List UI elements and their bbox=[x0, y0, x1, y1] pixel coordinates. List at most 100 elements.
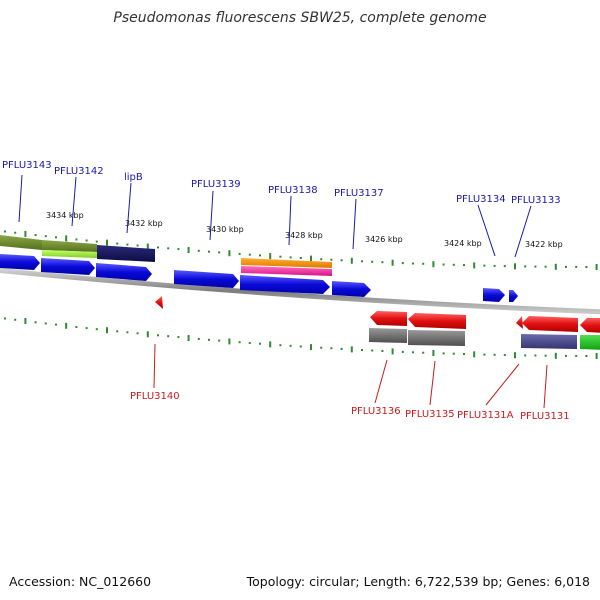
minor-tick bbox=[463, 353, 465, 355]
major-tick bbox=[350, 346, 353, 353]
gene-label-bottom[interactable]: PFLU3131A bbox=[457, 410, 514, 421]
gene-forward-3[interactable] bbox=[96, 263, 152, 281]
minor-tick bbox=[289, 344, 292, 347]
gene-forward-6[interactable] bbox=[332, 281, 371, 297]
major-tick bbox=[106, 327, 108, 334]
gene-label-bottom[interactable]: PFLU3135 bbox=[405, 409, 455, 420]
gene-reverse-5[interactable] bbox=[522, 316, 578, 332]
major-tick bbox=[228, 250, 231, 257]
minor-tick bbox=[248, 253, 251, 256]
major-tick bbox=[24, 318, 27, 324]
minor-tick bbox=[412, 351, 414, 354]
minor-tick bbox=[534, 265, 537, 268]
minor-tick bbox=[116, 330, 119, 333]
major-tick bbox=[595, 353, 598, 359]
minor-tick bbox=[371, 260, 374, 263]
gene-label-bottom[interactable]: PFLU3131 bbox=[520, 411, 570, 422]
gene-reverse-2[interactable] bbox=[370, 311, 407, 326]
gene-label-top[interactable]: PFLU3142 bbox=[54, 166, 104, 177]
gene-label-top[interactable]: PFLU3139 bbox=[191, 179, 241, 190]
minor-tick bbox=[34, 234, 37, 236]
minor-tick bbox=[44, 322, 47, 325]
minor-tick bbox=[55, 323, 57, 326]
gene-forward-5[interactable] bbox=[240, 275, 330, 294]
minor-tick bbox=[116, 242, 119, 245]
major-tick bbox=[595, 264, 598, 270]
major-tick bbox=[310, 344, 312, 351]
gene-forward-1[interactable] bbox=[0, 254, 40, 270]
gene-reverse-3[interactable] bbox=[408, 313, 466, 329]
minor-tick bbox=[575, 354, 578, 357]
gene-label-top[interactable]: lipB bbox=[124, 172, 143, 183]
minor-tick bbox=[208, 338, 210, 341]
gene-forward-2[interactable] bbox=[41, 258, 95, 275]
top-tick-track bbox=[4, 230, 598, 270]
minor-tick bbox=[75, 326, 78, 328]
minor-tick bbox=[44, 235, 47, 238]
major-tick bbox=[554, 263, 557, 270]
minor-tick bbox=[299, 257, 302, 259]
gene-label-top[interactable]: PFLU3138 bbox=[268, 185, 318, 196]
scale-label: 3426 kbp bbox=[365, 235, 403, 244]
gene-forward-7[interactable] bbox=[483, 288, 505, 302]
feature-bar-gray-1 bbox=[369, 328, 407, 343]
gene-label-bottom[interactable]: PFLU3140 bbox=[130, 391, 180, 402]
major-tick bbox=[106, 239, 108, 246]
gene-forward-8[interactable] bbox=[509, 290, 518, 302]
minor-tick bbox=[279, 255, 282, 258]
minor-tick bbox=[95, 328, 98, 331]
minor-tick bbox=[442, 352, 445, 355]
gene-label-bottom[interactable]: PFLU3136 bbox=[351, 406, 401, 417]
gene-label-top[interactable]: PFLU3133 bbox=[511, 195, 561, 206]
minor-tick bbox=[177, 336, 180, 339]
minor-tick bbox=[208, 250, 210, 253]
major-tick bbox=[228, 338, 231, 345]
major-tick bbox=[65, 322, 68, 329]
minor-tick bbox=[371, 349, 374, 352]
minor-tick bbox=[463, 264, 465, 267]
minor-tick bbox=[167, 247, 170, 250]
gene-label-top[interactable]: PFLU3137 bbox=[334, 188, 384, 199]
major-tick bbox=[514, 352, 516, 359]
minor-tick bbox=[544, 265, 547, 268]
bottom-leader-lines bbox=[153, 343, 548, 409]
minor-tick bbox=[299, 345, 302, 348]
minor-tick bbox=[259, 342, 261, 345]
minor-tick bbox=[136, 332, 139, 335]
major-tick bbox=[65, 235, 68, 242]
minor-tick bbox=[218, 339, 221, 342]
major-tick bbox=[391, 348, 394, 355]
scale-label: 3424 kbp bbox=[444, 239, 482, 248]
gene-reverse-4[interactable] bbox=[516, 316, 523, 329]
gene-reverse-1[interactable] bbox=[155, 296, 163, 309]
minor-tick bbox=[565, 354, 567, 357]
minor-tick bbox=[4, 317, 6, 320]
minor-tick bbox=[544, 354, 547, 357]
minor-tick bbox=[575, 265, 578, 268]
feature-bar-lime bbox=[42, 250, 97, 258]
feature-bar-orange bbox=[241, 258, 332, 268]
minor-tick bbox=[585, 266, 588, 268]
scale-label: 3432 kbp bbox=[125, 219, 163, 228]
major-tick bbox=[269, 253, 272, 260]
minor-tick bbox=[330, 258, 333, 261]
gene-forward-4[interactable] bbox=[174, 270, 239, 288]
gene-label-top[interactable]: PFLU3143 bbox=[2, 160, 52, 171]
minor-tick bbox=[442, 263, 445, 266]
feature-bar-slate bbox=[521, 334, 577, 349]
minor-tick bbox=[55, 236, 57, 239]
minor-tick bbox=[289, 256, 292, 259]
major-tick bbox=[146, 331, 149, 338]
minor-tick bbox=[401, 262, 404, 265]
minor-tick bbox=[320, 346, 323, 349]
gene-label-top[interactable]: PFLU3134 bbox=[456, 194, 506, 205]
minor-tick bbox=[452, 263, 455, 266]
feature-bar-green bbox=[580, 335, 600, 350]
major-tick bbox=[350, 257, 353, 264]
gene-reverse-6[interactable] bbox=[580, 318, 600, 333]
bottom-tick-track bbox=[4, 317, 598, 359]
major-tick bbox=[310, 255, 312, 262]
minor-tick bbox=[177, 248, 180, 251]
minor-tick bbox=[493, 353, 496, 356]
